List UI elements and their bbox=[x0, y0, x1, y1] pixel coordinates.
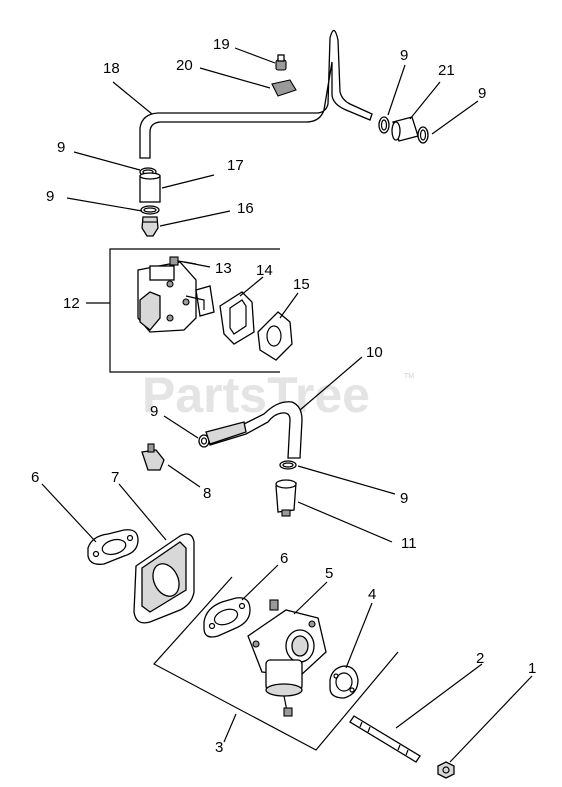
callout-10: 10 bbox=[366, 344, 383, 361]
carburetor-group-bracket bbox=[153, 576, 399, 751]
part-12-fuel-pump[interactable] bbox=[137, 261, 215, 333]
callout-7: 7 bbox=[111, 469, 119, 486]
callout-12: 12 bbox=[63, 295, 80, 312]
part-16-fitting[interactable] bbox=[141, 216, 159, 237]
callout-21: 21 bbox=[438, 62, 455, 79]
callout-9: 9 bbox=[150, 403, 158, 420]
callout-8: 8 bbox=[203, 485, 211, 502]
part-9-clamp-top-right[interactable] bbox=[417, 126, 429, 144]
callout-9: 9 bbox=[400, 47, 408, 64]
part-11-fuel-filter[interactable] bbox=[275, 479, 297, 517]
callout-14: 14 bbox=[256, 262, 273, 279]
callout-6: 6 bbox=[31, 469, 39, 486]
callout-4: 4 bbox=[368, 586, 376, 603]
callout-3: 3 bbox=[215, 739, 223, 756]
callout-18: 18 bbox=[103, 60, 120, 77]
callout-1: 1 bbox=[528, 660, 536, 677]
watermark-trademark: TM bbox=[404, 373, 414, 380]
callout-9: 9 bbox=[57, 139, 65, 156]
callout-9: 9 bbox=[400, 490, 408, 507]
part-6-gasket-left[interactable] bbox=[87, 529, 139, 565]
part-14-gasket[interactable] bbox=[219, 291, 255, 345]
callout-labels: 19 20 18 9 21 9 9 17 9 16 12 13 14 15 10… bbox=[31, 36, 536, 756]
part-2-stud[interactable] bbox=[349, 715, 421, 763]
part-4-gasket[interactable] bbox=[329, 665, 359, 699]
part-9-clamp-lower[interactable] bbox=[140, 205, 160, 215]
leader-lines bbox=[41, 47, 533, 763]
part-18-fuel-line[interactable] bbox=[139, 29, 373, 159]
callout-6: 6 bbox=[280, 550, 288, 567]
watermark-text: PartsTree bbox=[142, 367, 370, 423]
part-5-carburetor[interactable] bbox=[247, 599, 327, 717]
part-9-clamp-top-left[interactable] bbox=[378, 116, 390, 134]
part-19-fitting[interactable] bbox=[275, 54, 287, 71]
callout-2: 2 bbox=[476, 650, 484, 667]
part-20-fitting[interactable] bbox=[271, 79, 297, 97]
part-1-nut[interactable] bbox=[437, 761, 455, 779]
part-15-gasket[interactable] bbox=[257, 311, 293, 361]
part-10-fuel-line[interactable] bbox=[205, 401, 303, 459]
callout-9: 9 bbox=[478, 85, 486, 102]
part-8-elbow-fitting[interactable] bbox=[141, 443, 165, 471]
callout-5: 5 bbox=[325, 565, 333, 582]
callout-17: 17 bbox=[227, 157, 244, 174]
callout-9: 9 bbox=[46, 188, 54, 205]
callout-19: 19 bbox=[213, 36, 230, 53]
part-21-connector[interactable] bbox=[391, 116, 419, 142]
callout-13: 13 bbox=[215, 260, 232, 277]
callout-15: 15 bbox=[293, 276, 310, 293]
part-17-fuel-filter[interactable] bbox=[139, 172, 161, 203]
part-7-air-cleaner-base[interactable] bbox=[133, 533, 195, 624]
callout-11: 11 bbox=[401, 535, 417, 552]
callout-16: 16 bbox=[237, 200, 254, 217]
callout-20: 20 bbox=[176, 57, 193, 74]
part-9-clamp-middle-right[interactable] bbox=[279, 460, 297, 470]
part-6-gasket-right[interactable] bbox=[203, 597, 251, 638]
fuel-pump-group-box bbox=[109, 248, 280, 373]
